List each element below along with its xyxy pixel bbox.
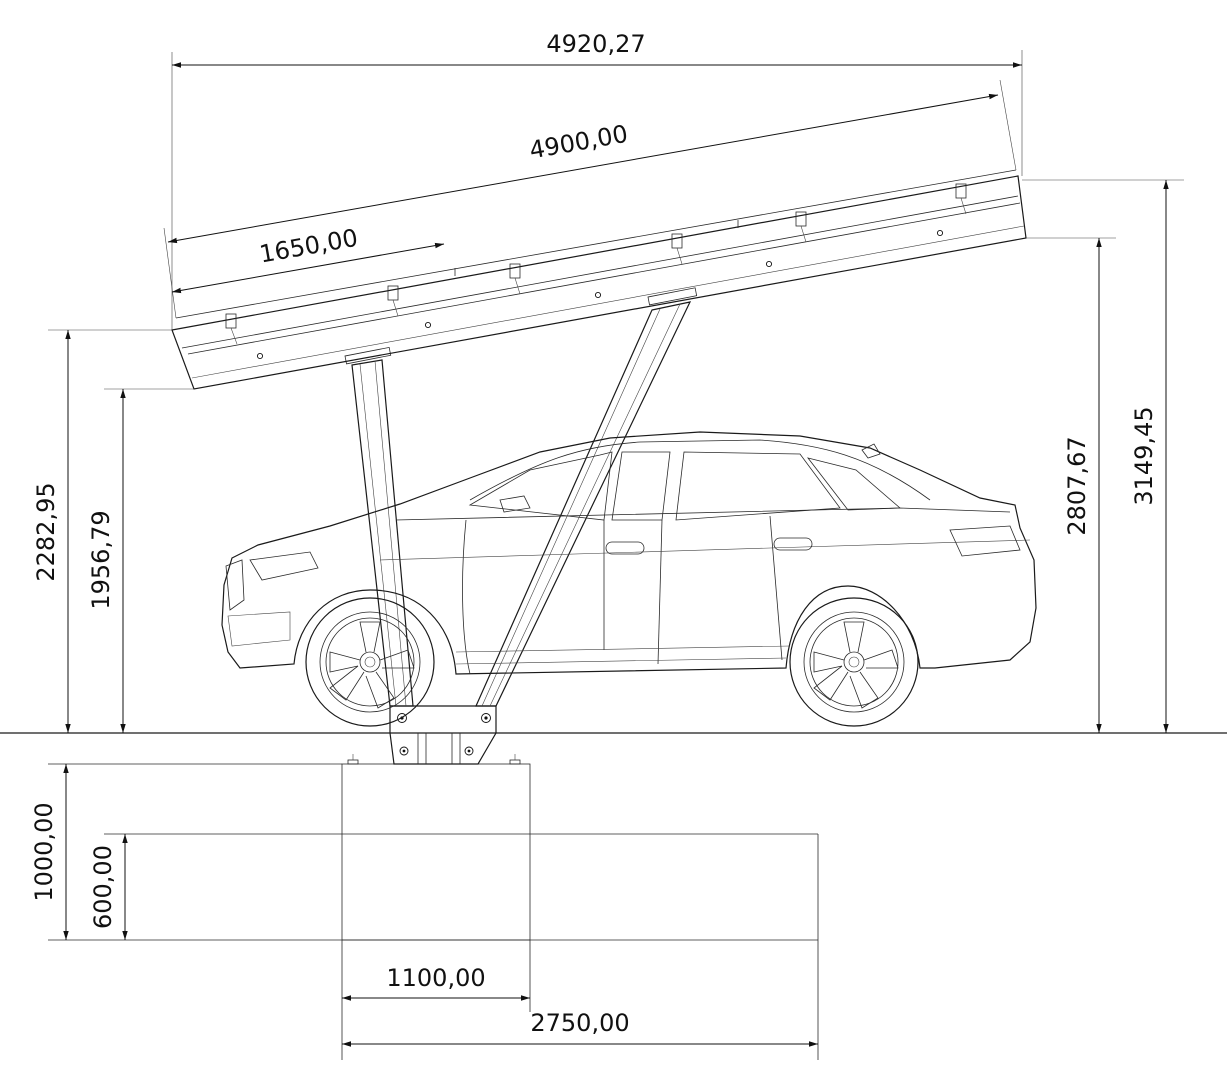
anchor-bolt (347, 759, 359, 765)
diagonal-strut (475, 301, 692, 707)
dim-panel-length: 4900,00 (527, 120, 630, 165)
main-column (351, 359, 414, 707)
solar-roof (171, 169, 1027, 390)
dim-line-module-width (171, 242, 445, 294)
rear-wheel (789, 597, 919, 727)
dim-foundation-depth: 1000,00 (30, 802, 58, 901)
dim-low-edge-top-height: 2282,95 (32, 482, 60, 581)
dim-foundation-width: 1100,00 (386, 964, 485, 992)
dim-slab-depth: 600,00 (89, 845, 117, 929)
dim-low-edge-bottom-height: 1956,79 (87, 510, 115, 609)
dim-high-edge-bottom-height: 2807,67 (1063, 436, 1091, 535)
column-structure (344, 287, 698, 765)
foundation-block (341, 763, 531, 941)
car (221, 431, 1037, 727)
dim-slab-width: 2750,00 (530, 1009, 629, 1037)
anchor-bolt (509, 759, 521, 765)
dim-high-edge-top-height: 3149,45 (1130, 406, 1158, 505)
foundation (48, 754, 819, 1060)
extension-lines (48, 50, 1184, 390)
dim-line-panel-length (167, 93, 999, 244)
dim-total-width: 4920,27 (546, 30, 645, 58)
front-wheel (305, 597, 435, 727)
car-body (221, 431, 1037, 675)
roof-body (171, 175, 1027, 390)
